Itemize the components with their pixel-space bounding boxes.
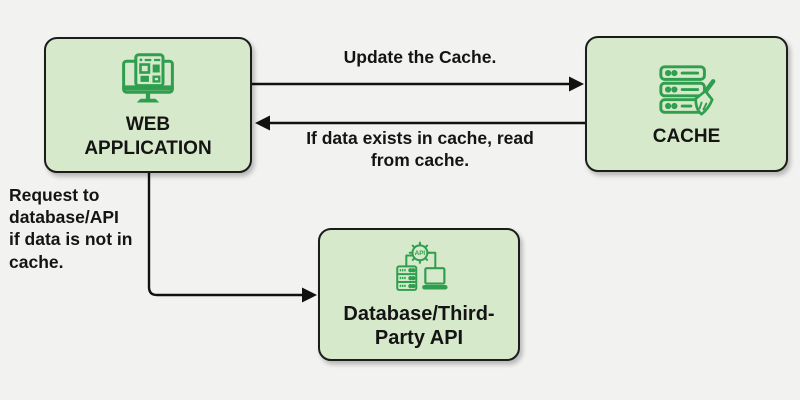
edge-label-update-cache: Update the Cache.: [270, 47, 570, 68]
edge-label-line: Update the Cache.: [343, 47, 497, 67]
edge-label-request-database: Request to database/API if data is not i…: [9, 184, 171, 273]
edge-label-line: from cache.: [370, 149, 470, 170]
node-title-web-application: WEB APPLICATION: [84, 113, 211, 159]
edge-label-line: if data is not in: [9, 229, 133, 250]
node-title-database-api: Database/Third- Party API: [343, 302, 494, 351]
arrow-webapp-to-cache: [252, 76, 584, 92]
api-gear-laptop-icon: API: [396, 241, 448, 291]
edge-label-line: Request to: [9, 185, 100, 205]
node-title-line: Database/Third-: [343, 302, 495, 325]
node-title-line: WEB: [125, 114, 171, 136]
node-title-line: APPLICATION: [84, 137, 212, 159]
node-web-application: WEB APPLICATION: [44, 37, 252, 173]
node-title-line: Party API: [374, 327, 464, 349]
edge-label-line: database/API: [9, 207, 119, 228]
node-database-api: API Database/Third- Party API: [318, 228, 520, 361]
api-icon-label: API: [415, 250, 426, 257]
node-title-cache: CACHE: [653, 125, 721, 148]
node-title-line: CACHE: [652, 125, 721, 147]
edge-label-line: cache.: [9, 251, 64, 272]
monitor-webpage-icon: [121, 53, 175, 103]
edge-label-read-from-cache: If data exists in cache, read from cache…: [272, 128, 568, 171]
arrow-webapp-to-database: [147, 173, 317, 303]
server-broom-icon: [658, 65, 715, 116]
node-cache: CACHE: [585, 36, 788, 172]
edge-label-line: If data exists in cache, read: [306, 128, 534, 148]
